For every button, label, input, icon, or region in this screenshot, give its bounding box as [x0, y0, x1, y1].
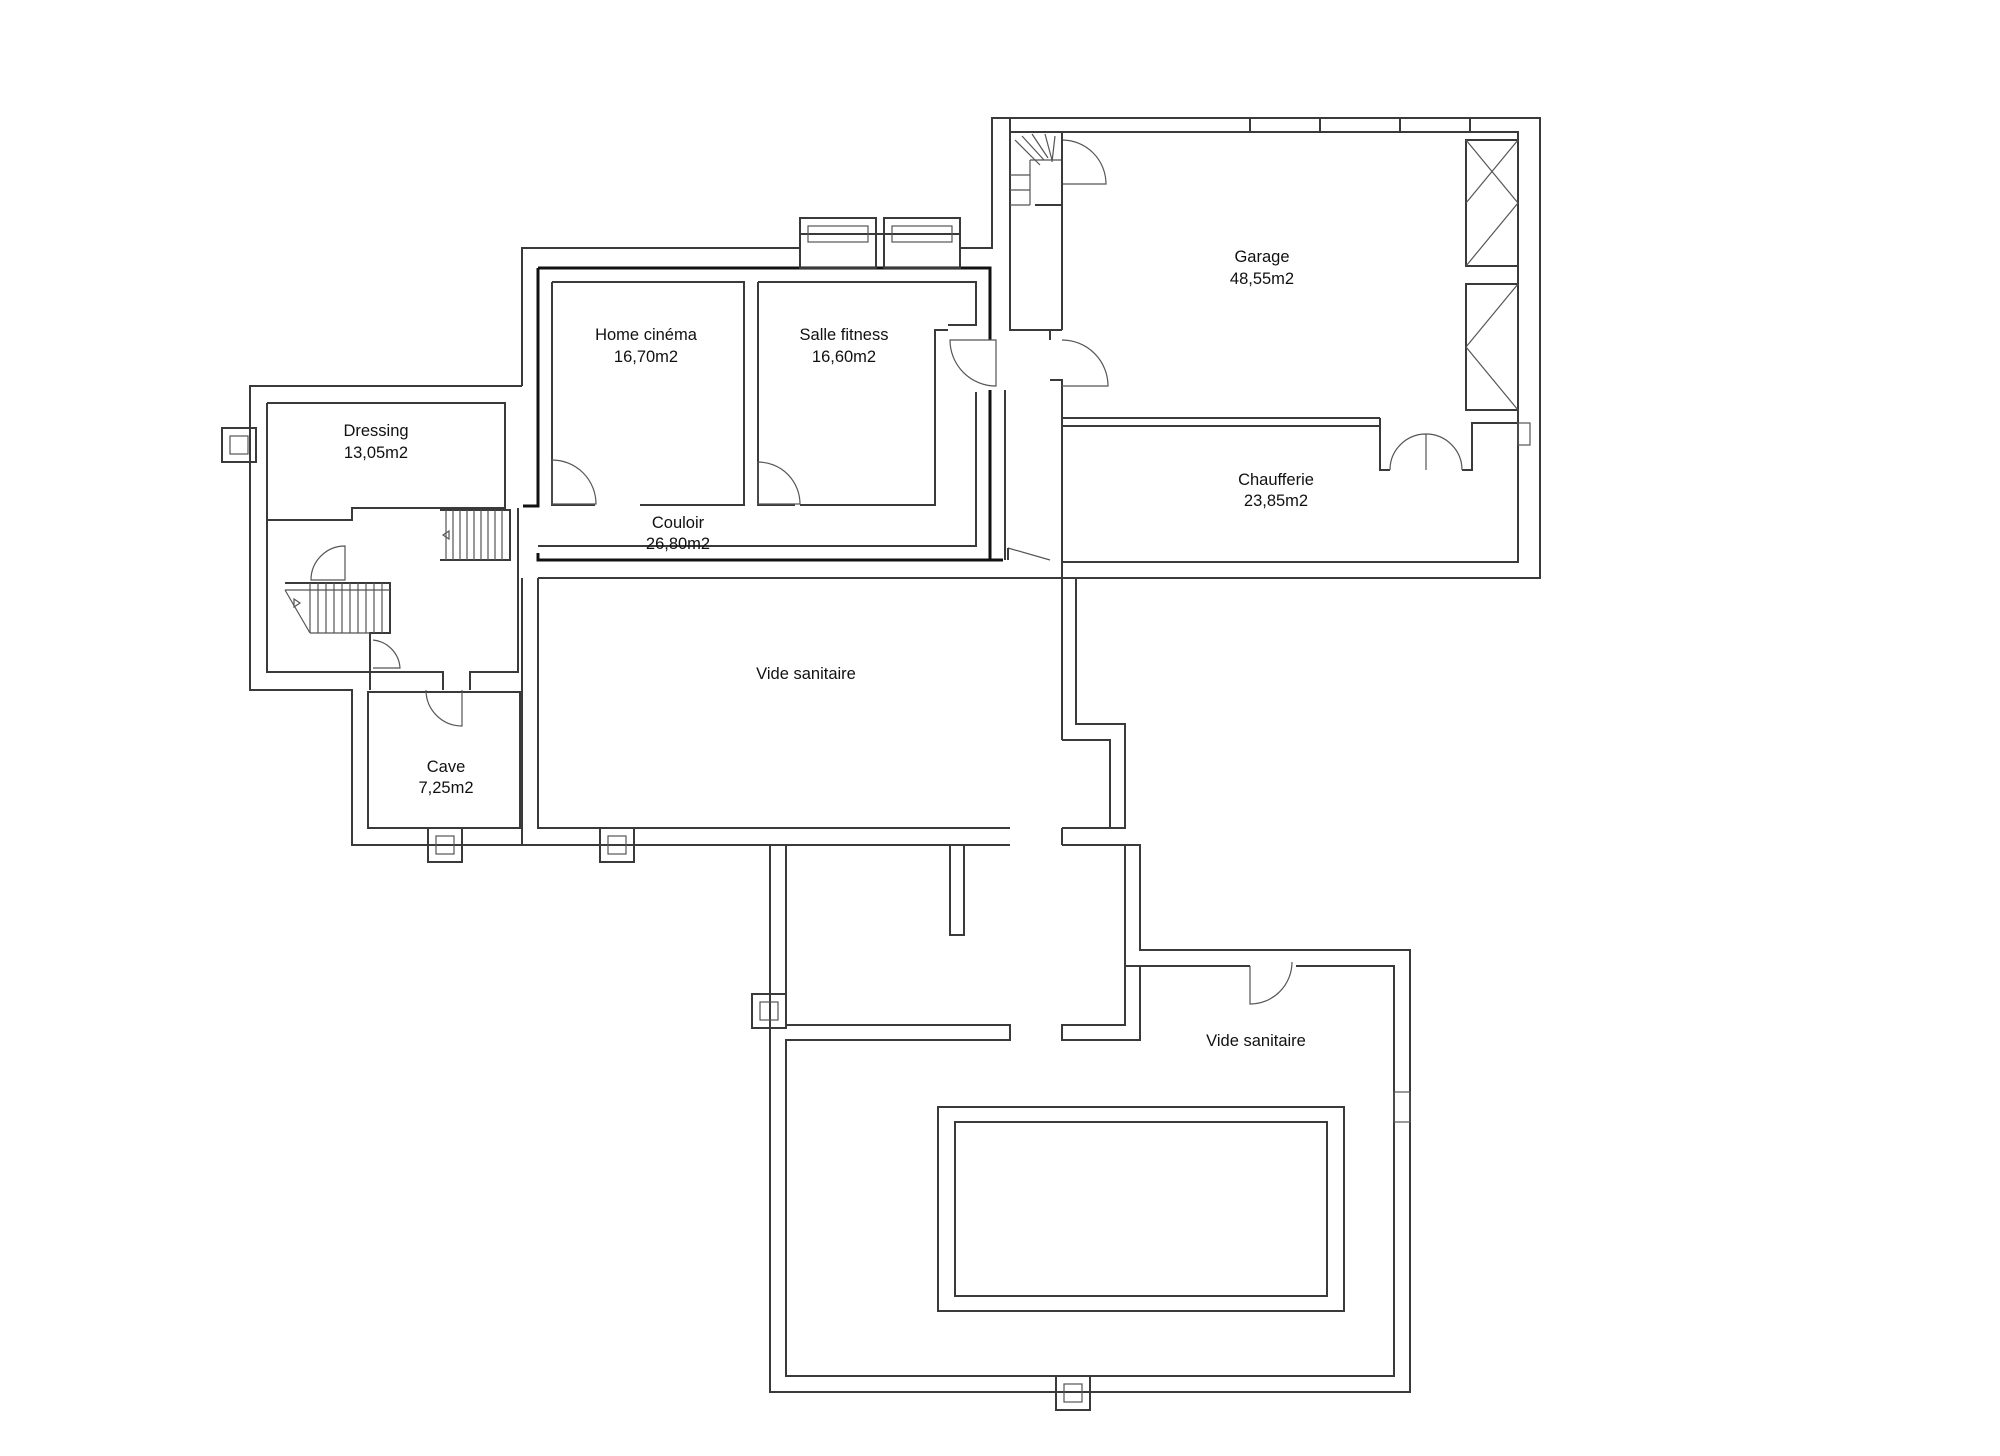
cave-name: Cave: [427, 758, 466, 776]
chaufferie-area: 23,85m2: [1244, 492, 1308, 510]
salle-fitness-area: 16,60m2: [812, 348, 876, 366]
garage-name: Garage: [1234, 248, 1289, 266]
central-block-walls: [440, 117, 1541, 579]
dressing-staircase: [284, 545, 401, 673]
garage-walls: [1061, 117, 1531, 563]
vide-sanitaire-2-name: Vide sanitaire: [1206, 1032, 1306, 1050]
cave-area: 7,25m2: [418, 779, 473, 797]
dressing-area: 13,05m2: [344, 444, 408, 462]
vide-sanitaire-2-walls: [751, 844, 1411, 1411]
cave-walls: [351, 689, 523, 863]
couloir-name: Couloir: [652, 514, 705, 532]
garage-area: 48,55m2: [1230, 270, 1294, 288]
salle-fitness-name: Salle fitness: [800, 326, 889, 344]
home-cinema-name: Home cinéma: [595, 326, 698, 344]
couloir-area: 26,80m2: [646, 535, 710, 553]
vide-sanitaire-1-name: Vide sanitaire: [756, 665, 856, 683]
dressing-name: Dressing: [343, 422, 408, 440]
chaufferie-name: Chaufferie: [1238, 471, 1314, 489]
vide-sanitaire-1-walls: [521, 577, 1126, 863]
hall-walls: [949, 117, 1109, 578]
home-cinema-area: 16,70m2: [614, 348, 678, 366]
